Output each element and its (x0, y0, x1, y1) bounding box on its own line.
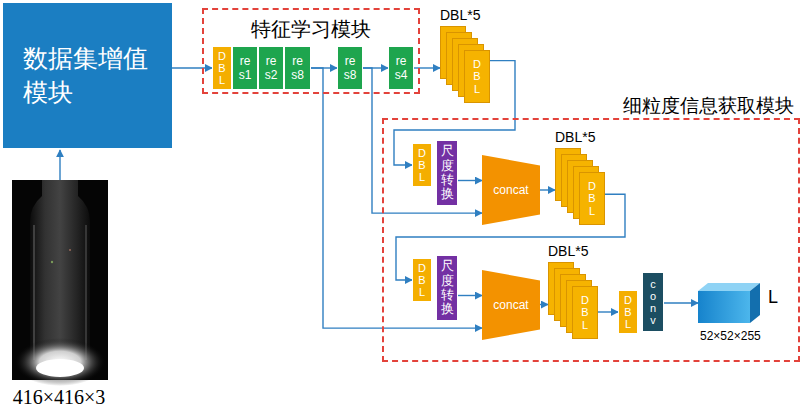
block-label: re s8 (289, 54, 307, 83)
block-label: re s4 (392, 54, 410, 83)
connector-arrow (172, 67, 212, 68)
module-region: DBL尺度转换concatDBLDBL*5DBL尺度转换concatDBLDBL… (382, 118, 800, 362)
yellow-stack: DBLDBL*5 (548, 262, 598, 339)
yellow-block: DBL (212, 46, 232, 90)
particle (69, 249, 71, 251)
light-spot (36, 359, 84, 377)
yellow-block: DBL (618, 290, 638, 334)
output-size: 52×52×255 (700, 329, 761, 343)
block-label: re s2 (262, 54, 280, 83)
stack-sheet: DBL (572, 286, 598, 339)
block-label: 尺度转换 (441, 259, 454, 316)
orange-trapezoid: concat (482, 270, 540, 340)
block-label: conv (648, 278, 659, 326)
block-label: re s8 (341, 54, 359, 83)
module-box: 数据集增值模块 (3, 3, 172, 148)
teal-block: conv (642, 272, 664, 332)
dimension-label: 416×416×3 (0, 386, 118, 409)
block-label: concat (493, 183, 528, 197)
block-label: concat (493, 298, 528, 312)
trapezoid-fill (482, 270, 540, 340)
output-name: L (768, 287, 778, 308)
block-label: DBL (417, 262, 428, 298)
connector-arrow (598, 311, 618, 312)
orange-trapezoid: concat (482, 155, 540, 225)
connector-arrow (458, 180, 482, 181)
yellow-stack: DBLDBL*5 (555, 148, 605, 225)
cuboid-side (750, 283, 760, 323)
input-photo (12, 180, 108, 386)
stack-sheet: DBL (579, 172, 605, 225)
trapezoid-fill (482, 155, 540, 225)
block-label: DBL (623, 294, 634, 330)
green-block: re s8 (284, 46, 311, 90)
block-label: DBL (217, 50, 228, 86)
output-cuboid: L52×52×255 (698, 283, 760, 323)
connector-arrow (311, 68, 482, 328)
connector-arrow (540, 304, 548, 305)
block-label: DBL (472, 58, 483, 94)
stack-title: DBL*5 (440, 7, 480, 23)
connector-arrow (458, 295, 482, 296)
green-block: re s2 (258, 46, 284, 90)
light-glow (14, 338, 106, 386)
module-title: 数据集增值模块 (23, 42, 153, 110)
region-title: 特征学习模块 (204, 16, 418, 43)
cuboid-front (698, 291, 750, 323)
region-title: 细粒度信息获取模块 (623, 93, 794, 119)
green-block: re s1 (232, 46, 258, 90)
yellow-stack: DBLDBL*5 (440, 26, 490, 103)
block-label: DBL (417, 147, 428, 183)
module-region: DBL re s1 re s2 re s8 re s8 re s4 特征学习模块 (202, 8, 420, 94)
connector-arrow (414, 67, 440, 68)
bottle-edge (86, 225, 87, 360)
connector-arrow (540, 189, 555, 190)
block-label: DBL (587, 180, 598, 216)
cuboid-top (698, 283, 760, 291)
bottle-edge (34, 225, 35, 360)
particle (51, 261, 53, 263)
input-arrow (59, 150, 60, 180)
cuboid-shape (698, 283, 760, 323)
green-block: re s8 (337, 46, 363, 90)
block-label: DBL (580, 294, 591, 330)
block-label: 尺度转换 (441, 144, 454, 201)
yellow-block: DBL (412, 258, 432, 302)
purple-block: 尺度转换 (436, 140, 458, 206)
connector-arrow (664, 302, 698, 303)
stack-title: DBL*5 (555, 129, 595, 145)
stack-title: DBL*5 (548, 243, 588, 259)
block-label: re s1 (236, 54, 254, 83)
stack-sheet: DBL (464, 50, 490, 103)
purple-block: 尺度转换 (436, 255, 458, 321)
green-block: re s4 (388, 46, 414, 90)
yellow-block: DBL (412, 143, 432, 187)
